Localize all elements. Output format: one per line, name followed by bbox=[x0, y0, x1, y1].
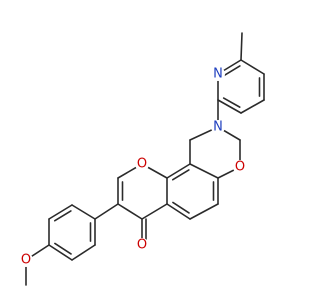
bond-py6-py5 bbox=[240, 99, 265, 114]
bond-a5-a6-double bbox=[53, 210, 72, 222]
bond-me1-py2 bbox=[240, 32, 243, 61]
atom-label-layer: O O O O N N bbox=[19, 67, 247, 268]
bond-c3-a1 bbox=[94, 203, 119, 220]
bond-c8-c9-double bbox=[171, 169, 190, 181]
bond-c8-c9 bbox=[166, 163, 191, 179]
bond-c3-c4p bbox=[117, 203, 143, 220]
bond-a6-a1 bbox=[71, 204, 96, 220]
bond-c6-c7 bbox=[166, 203, 191, 220]
atom-label-o-carbonyl: O bbox=[137, 238, 147, 253]
bond-c5-c6 bbox=[189, 203, 219, 220]
atom-label-bg-o_carbonyl bbox=[135, 238, 149, 252]
atom-label-n-oxazine: N bbox=[213, 120, 223, 135]
atom-label-o-pyran: O bbox=[137, 157, 147, 172]
atom-label-bg-n_oxazine bbox=[211, 120, 225, 134]
bond-py2-py1 bbox=[240, 59, 265, 75]
structure-svg: O O O O N N bbox=[19, 32, 265, 286]
atom-label-bg-o_methoxy bbox=[19, 253, 33, 267]
bond-py5-py4-double bbox=[222, 97, 241, 108]
bond-a5-a6 bbox=[48, 204, 73, 220]
bond-c4p-c7 bbox=[141, 203, 168, 220]
bond-c9-c4 bbox=[189, 163, 219, 179]
bond-py5-py4 bbox=[217, 99, 242, 114]
atom-label-bg-n_pyridine bbox=[211, 67, 225, 81]
bond-a2-a3 bbox=[71, 244, 96, 261]
atom-label-bg-o_oxazine bbox=[233, 160, 247, 174]
bond-c6-c7-double bbox=[172, 201, 190, 214]
atom-label-o-methoxy: O bbox=[21, 253, 31, 268]
atom-label-bg-o_pyran bbox=[135, 157, 149, 171]
bond-npy-py2-double bbox=[222, 65, 241, 77]
bond-a3-a4-double bbox=[54, 242, 72, 255]
atom-label-o-oxazine: O bbox=[235, 160, 245, 175]
molecule-diagram: O O O O N N bbox=[19, 32, 265, 286]
bond-a3-a4 bbox=[48, 244, 73, 261]
atom-label-n-pyridine: N bbox=[213, 67, 223, 82]
